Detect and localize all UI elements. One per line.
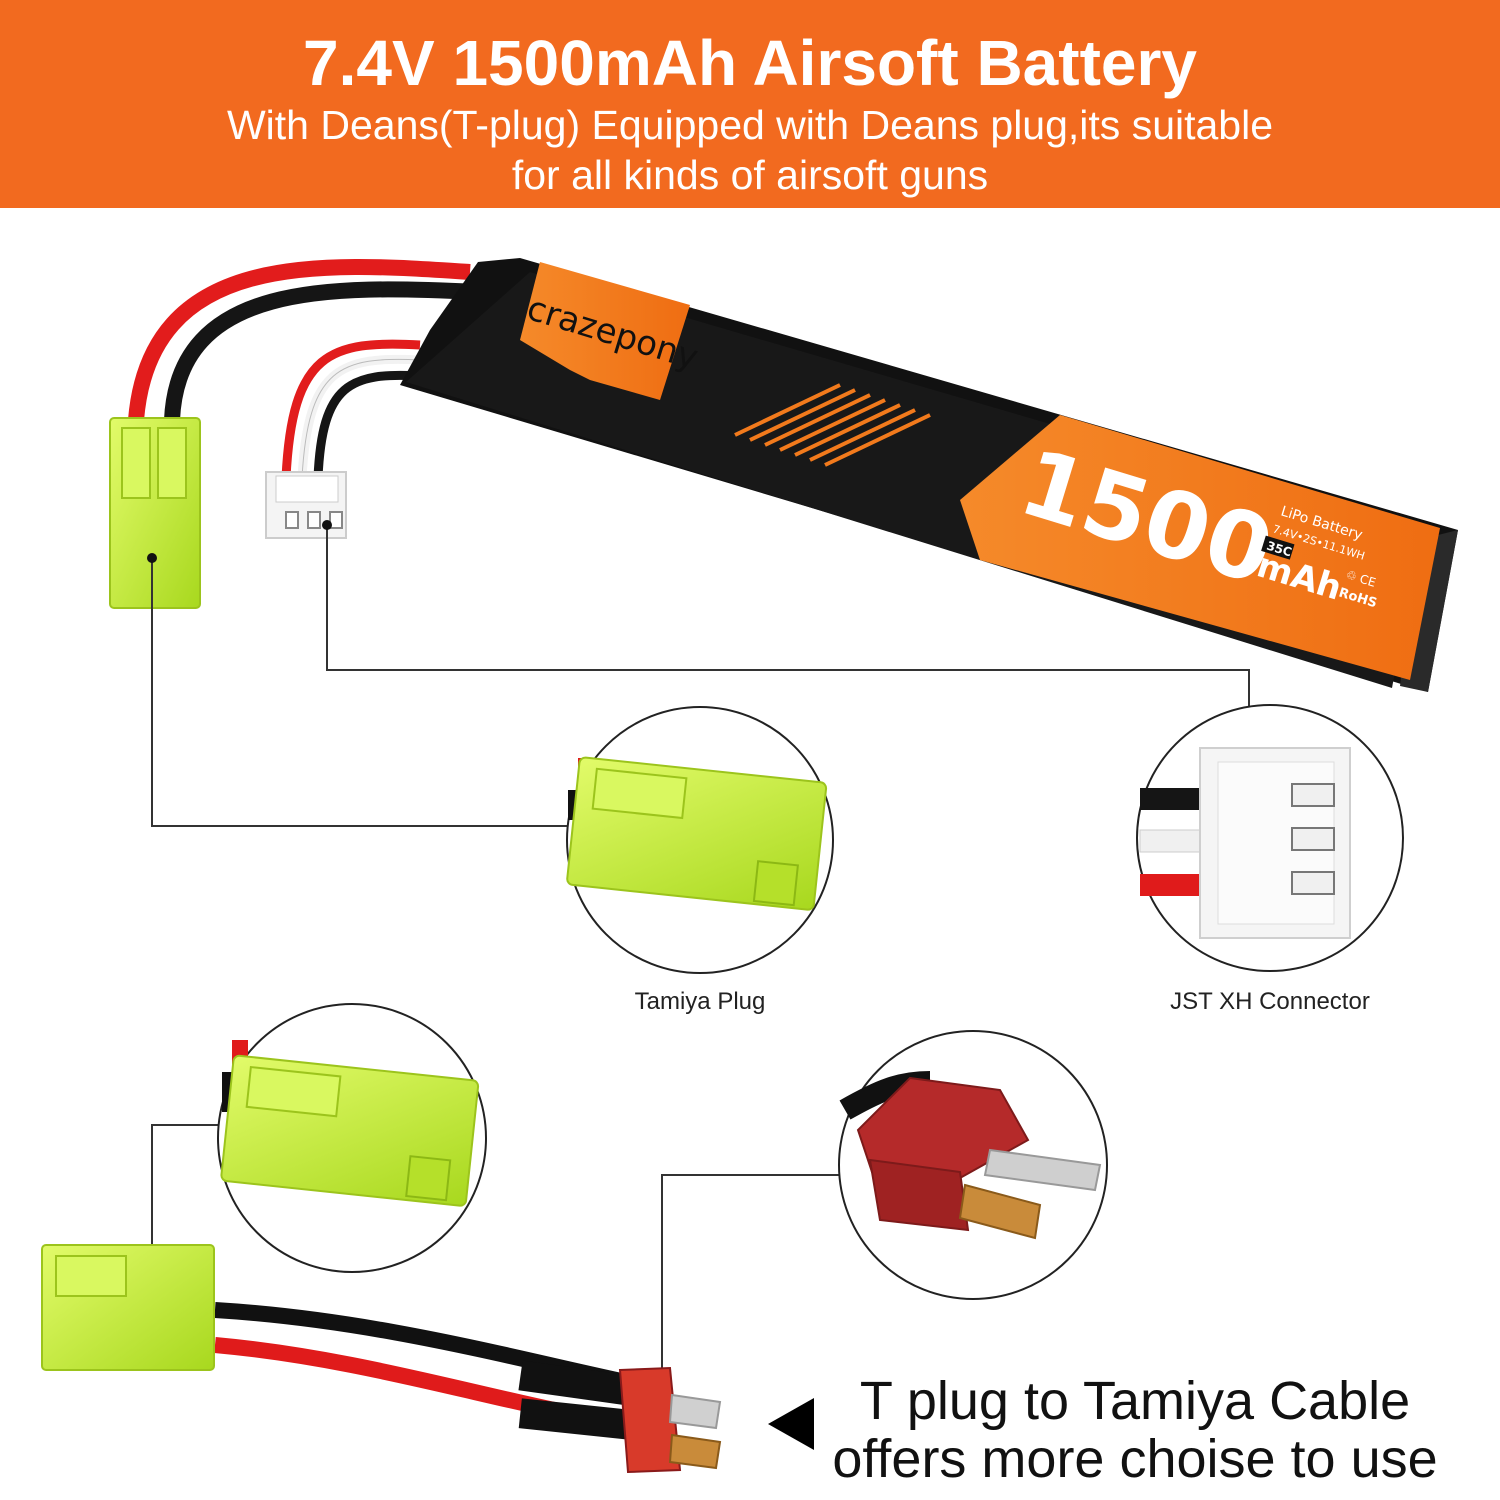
subtitle-line-1: With Deans(T-plug) Equipped with Deans p… <box>226 102 1274 148</box>
tamiya-plug-label: Tamiya Plug <box>634 988 766 1015</box>
battery-stripes <box>734 383 931 467</box>
left-arrow-icon <box>768 1398 814 1450</box>
tamiya-callout <box>566 706 834 974</box>
capacity-panel <box>960 415 1440 680</box>
battery-main-wires <box>128 259 479 421</box>
cable-caption-line-2: offers more choise to use <box>832 1429 1438 1489</box>
product-subtitle: With Deans(T-plug) Equipped with Deans p… <box>0 100 1500 200</box>
cable-tamiya-callout <box>217 1003 487 1273</box>
subtitle-line-2: for all kinds of airsoft guns <box>511 152 989 198</box>
jst-connector-label: JST XH Connector <box>1170 988 1370 1015</box>
adapter-cable <box>41 1244 722 1474</box>
header-banner: 7.4V 1500mAh Airsoft Battery With Deans(… <box>0 0 1500 208</box>
jst-callout <box>1136 704 1404 972</box>
cable-caption: T plug to Tamiya Cable offers more chois… <box>810 1372 1460 1488</box>
battery-jst-plug <box>265 471 347 539</box>
battery-body <box>400 258 1458 692</box>
brand-tag <box>520 262 690 400</box>
product-title: 7.4V 1500mAh Airsoft Battery <box>303 27 1197 99</box>
cable-caption-line-1: T plug to Tamiya Cable <box>859 1371 1411 1431</box>
leader-lines <box>151 525 1250 1380</box>
deans-callout <box>838 1030 1108 1300</box>
battery-tamiya-plug <box>109 417 201 609</box>
balance-lead-wires <box>281 339 421 479</box>
